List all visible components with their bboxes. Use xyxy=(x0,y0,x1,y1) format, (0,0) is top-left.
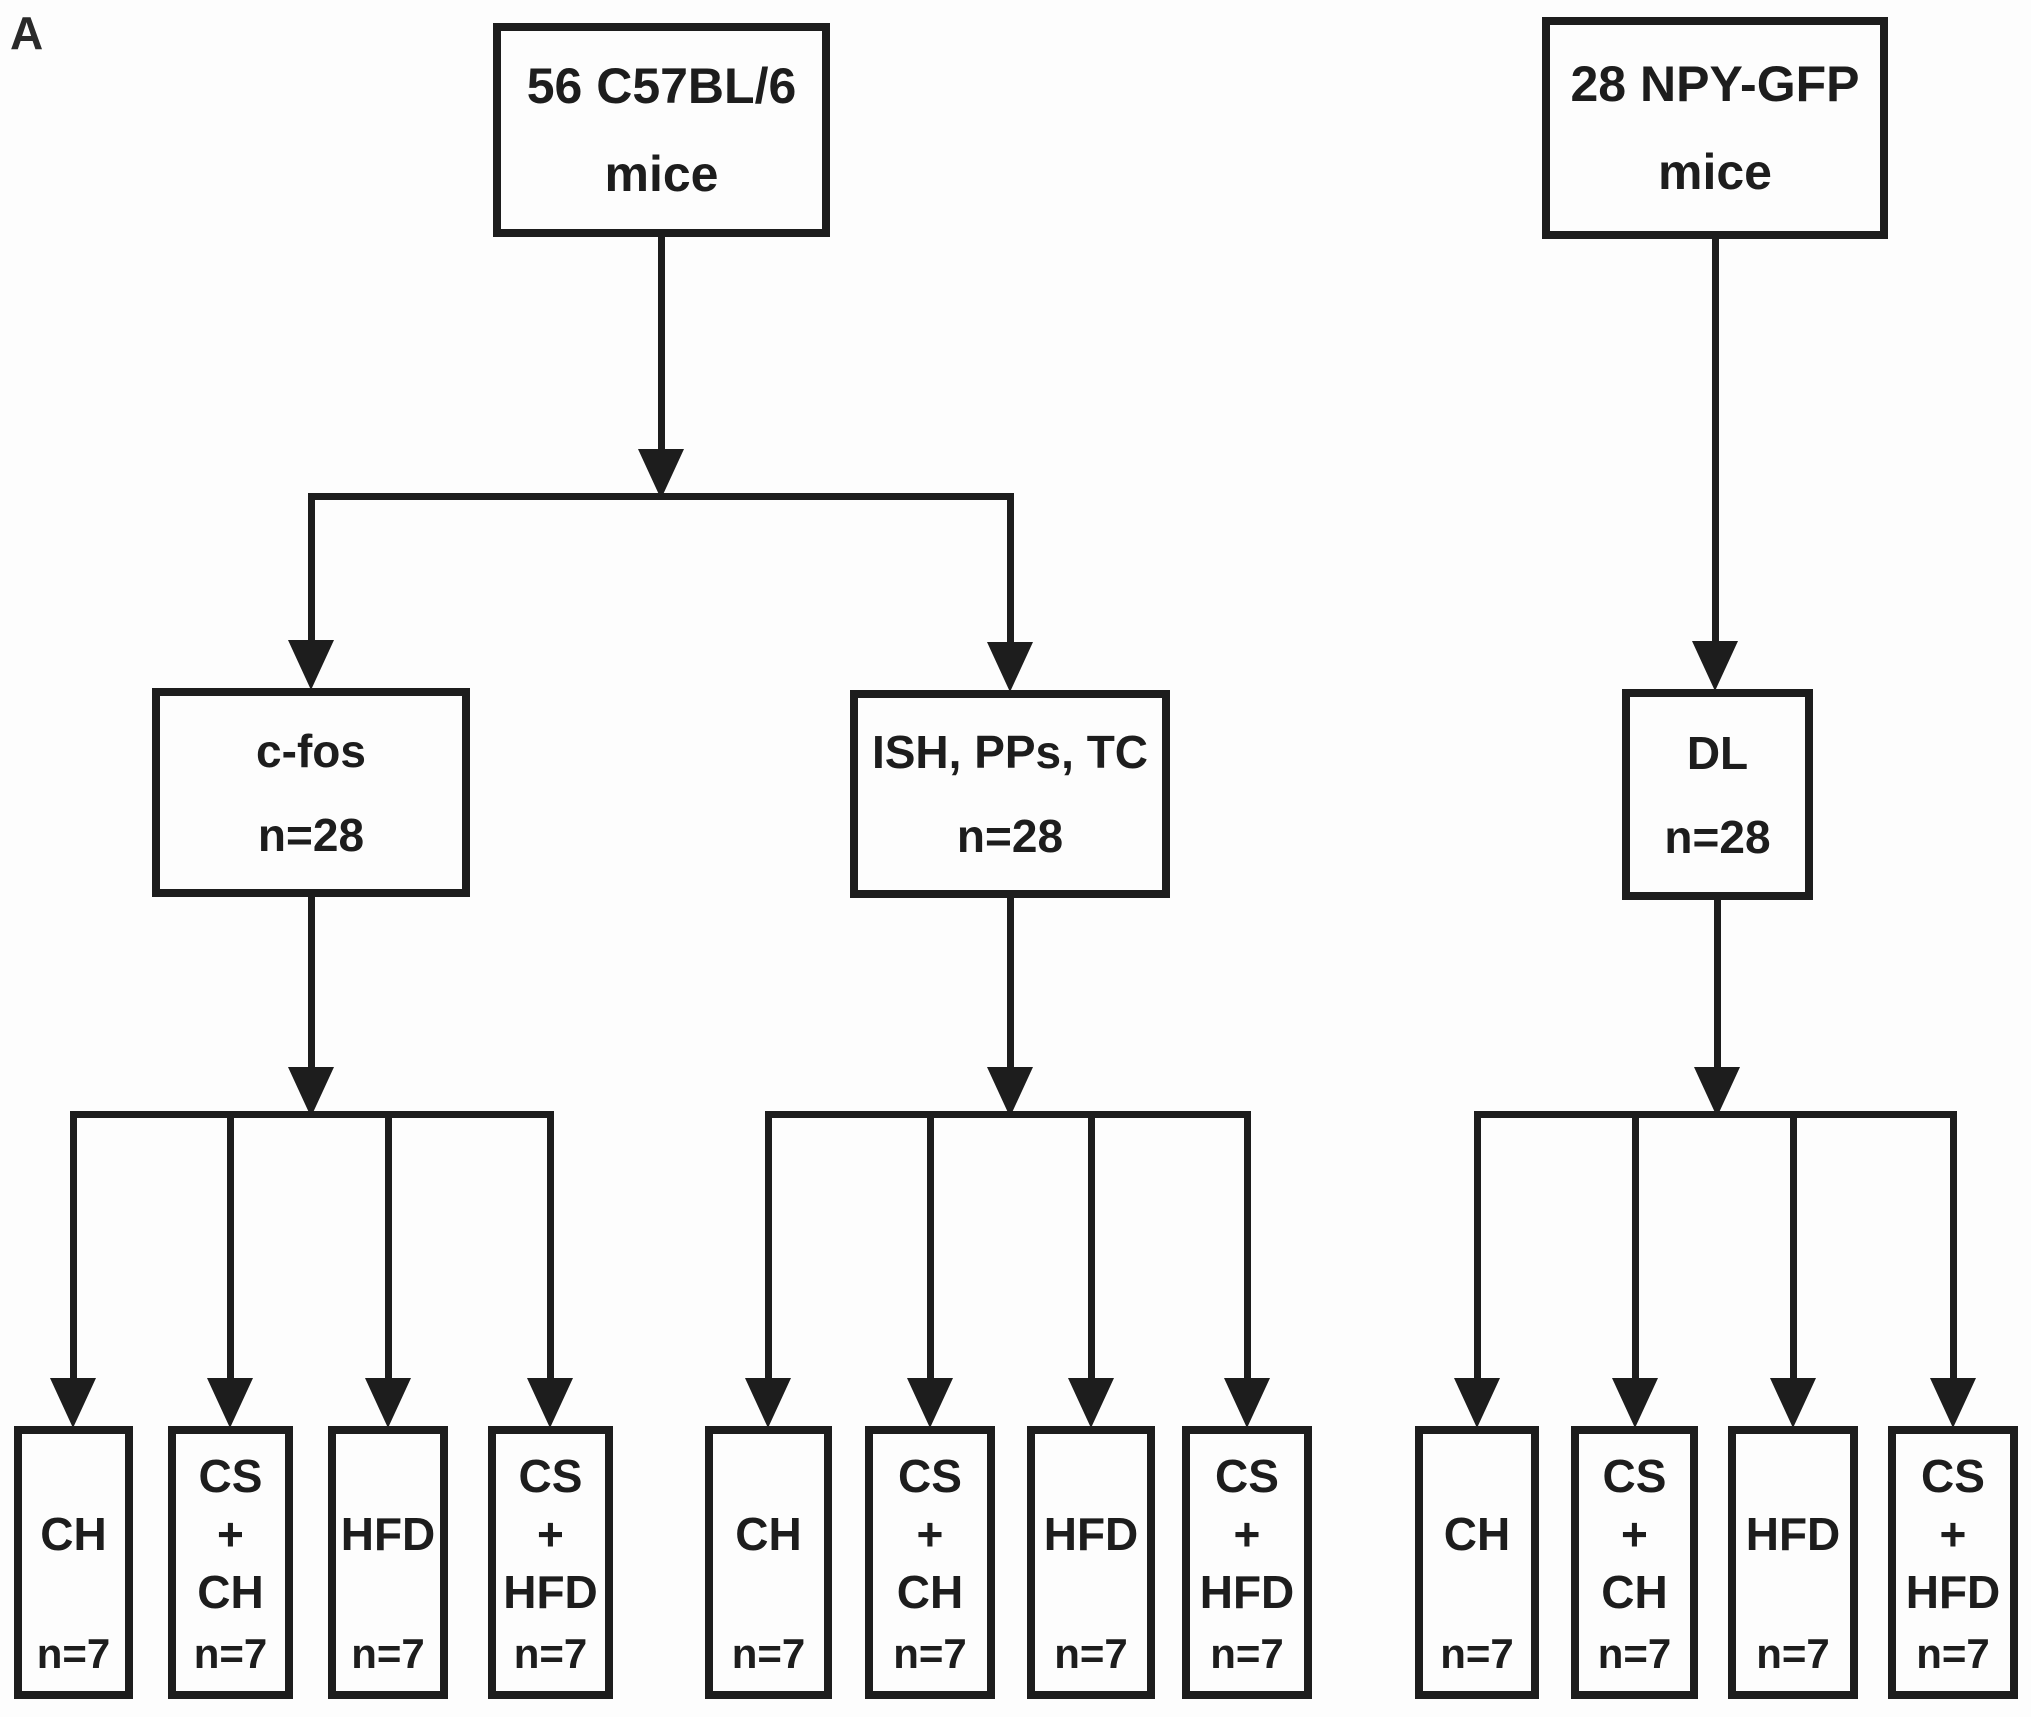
leaf-label: CH xyxy=(1443,1507,1511,1560)
arrowhead-down-icon xyxy=(638,449,684,499)
connector-line xyxy=(1006,898,1014,1068)
leaf-n-count: n=7 xyxy=(1210,1630,1284,1677)
node-label: ISH, PPs, TC xyxy=(871,726,1149,778)
node-ish-pps-tc: ISH, PPs, TC n=28 xyxy=(850,690,1170,898)
arrowhead-down-icon xyxy=(288,1067,334,1117)
connector-line xyxy=(307,492,1014,500)
leaf-n-count: n=7 xyxy=(351,1630,425,1677)
node-label: DL xyxy=(1686,726,1749,779)
connector-line xyxy=(764,1114,772,1380)
connector-line xyxy=(1473,1114,1481,1380)
leaf-node-cs-hfd: CS + HFD n=7 xyxy=(488,1426,613,1699)
arrowhead-down-icon xyxy=(987,642,1033,692)
leaf-label: CS + CH xyxy=(896,1449,964,1618)
connector-line xyxy=(69,1110,554,1118)
arrowhead-down-icon xyxy=(1224,1378,1270,1428)
leaf-label: HFD xyxy=(1043,1507,1139,1560)
leaf-label: CS + HFD xyxy=(1199,1449,1295,1618)
leaf-n-count: n=7 xyxy=(893,1630,967,1677)
leaf-n-count: n=7 xyxy=(36,1630,111,1677)
arrowhead-down-icon xyxy=(365,1378,411,1428)
connector-line xyxy=(1006,496,1014,642)
connector-line xyxy=(546,1114,554,1380)
arrowhead-down-icon xyxy=(1692,641,1738,691)
leaf-n-count: n=7 xyxy=(1597,1630,1672,1677)
panel-letter-label: A xyxy=(10,7,44,59)
leaf-n-count: n=7 xyxy=(513,1630,588,1677)
connector-line xyxy=(384,1114,392,1380)
leaf-label: CS + HFD xyxy=(503,1449,598,1618)
arrowhead-down-icon xyxy=(207,1378,253,1428)
connector-line xyxy=(307,897,315,1068)
leaf-node-cs-ch: CS + CH n=7 xyxy=(168,1426,293,1699)
arrowhead-down-icon xyxy=(1612,1378,1658,1428)
connector-line xyxy=(1711,239,1719,641)
connector-line xyxy=(926,1114,934,1380)
connector-line xyxy=(1243,1114,1251,1380)
node-n-count: n=28 xyxy=(956,810,1064,862)
leaf-node-hfd: HFD n=7 xyxy=(328,1426,448,1699)
node-npy-gfp-mice: 28 NPY-GFP mice xyxy=(1542,17,1888,239)
connector-line xyxy=(764,1110,1251,1118)
arrowhead-down-icon xyxy=(527,1378,573,1428)
leaf-node-cs-ch: CS + CH n=7 xyxy=(865,1426,995,1699)
arrowhead-down-icon xyxy=(288,640,334,690)
connector-line xyxy=(69,1114,77,1380)
leaf-n-count: n=7 xyxy=(1916,1630,1990,1677)
leaf-node-ch: CH n=7 xyxy=(705,1426,832,1699)
connector-line xyxy=(657,237,665,452)
arrowhead-down-icon xyxy=(745,1378,791,1428)
arrowhead-down-icon xyxy=(987,1067,1033,1117)
arrowhead-down-icon xyxy=(50,1378,96,1428)
node-label: 28 NPY-GFP xyxy=(1570,56,1860,112)
node-label: c-fos xyxy=(256,724,366,777)
leaf-label: HFD xyxy=(340,1507,436,1560)
leaf-node-cs-hfd: CS + HFD n=7 xyxy=(1182,1426,1312,1699)
node-sublabel: mice xyxy=(604,146,719,202)
node-n-count: n=28 xyxy=(1664,810,1771,863)
leaf-n-count: n=7 xyxy=(1756,1630,1830,1677)
arrowhead-down-icon xyxy=(1770,1378,1816,1428)
leaf-label: CS + CH xyxy=(1601,1449,1668,1618)
connector-line xyxy=(1631,1114,1639,1380)
node-c-fos: c-fos n=28 xyxy=(152,688,470,897)
arrowhead-down-icon xyxy=(1068,1378,1114,1428)
connector-line xyxy=(226,1114,234,1380)
node-label: 56 C57BL/6 xyxy=(526,58,797,114)
leaf-node-ch: CH n=7 xyxy=(14,1426,133,1699)
leaf-label: CH xyxy=(735,1507,802,1560)
arrowhead-down-icon xyxy=(1694,1067,1740,1117)
node-n-count: n=28 xyxy=(257,808,365,861)
leaf-n-count: n=7 xyxy=(731,1630,806,1677)
connector-line xyxy=(1949,1114,1957,1380)
leaf-node-hfd: HFD n=7 xyxy=(1728,1426,1858,1699)
leaf-n-count: n=7 xyxy=(1440,1630,1514,1677)
leaf-label: CS + CH xyxy=(197,1449,264,1618)
leaf-label: CS + HFD xyxy=(1905,1449,2001,1618)
connector-line xyxy=(1713,900,1721,1068)
arrowhead-down-icon xyxy=(1930,1378,1976,1428)
node-dl: DL n=28 xyxy=(1622,689,1813,900)
leaf-label: HFD xyxy=(1745,1507,1841,1560)
leaf-n-count: n=7 xyxy=(1054,1630,1128,1677)
leaf-n-count: n=7 xyxy=(193,1630,268,1677)
leaf-node-ch: CH n=7 xyxy=(1415,1426,1539,1699)
connector-line xyxy=(1789,1114,1797,1380)
node-sublabel: mice xyxy=(1658,144,1772,200)
node-c57bl6-mice: 56 C57BL/6 mice xyxy=(493,23,830,237)
arrowhead-down-icon xyxy=(1454,1378,1500,1428)
connector-line xyxy=(1087,1114,1095,1380)
leaf-node-cs-hfd: CS + HFD n=7 xyxy=(1888,1426,2018,1699)
leaf-node-hfd: HFD n=7 xyxy=(1027,1426,1155,1699)
leaf-node-cs-ch: CS + CH n=7 xyxy=(1571,1426,1698,1699)
connector-line xyxy=(307,496,315,640)
leaf-label: CH xyxy=(40,1507,107,1560)
arrowhead-down-icon xyxy=(907,1378,953,1428)
connector-line xyxy=(1473,1110,1957,1118)
